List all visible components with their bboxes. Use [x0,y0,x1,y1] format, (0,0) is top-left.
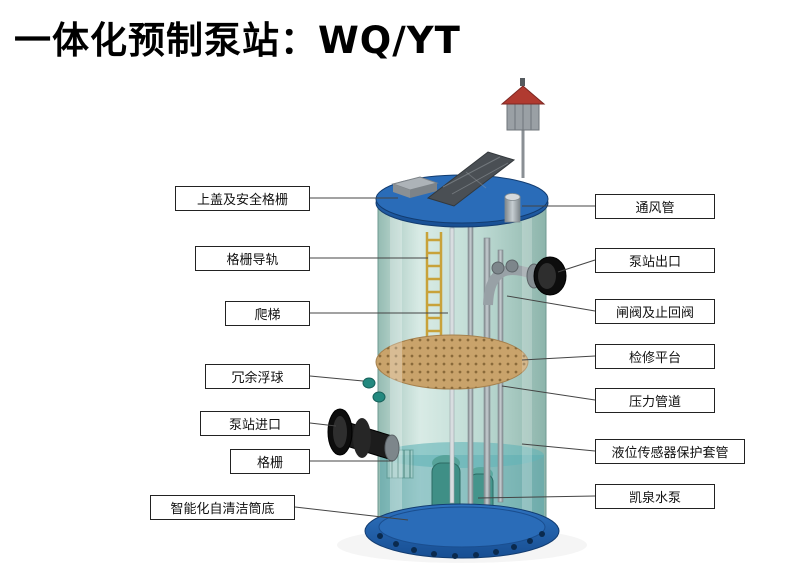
outlet-elbow-pipe [483,259,534,306]
leader-lines [294,197,596,521]
inlet-assembly [327,408,400,462]
label-pressure-pipe: 压力管道 [595,388,715,413]
leader-left-3 [309,375,364,382]
bottom-flange [364,503,560,559]
page-title: 一体化预制泵站：WQ/YT [14,19,461,62]
vent-pipe-stub [504,193,521,223]
leader-right-3 [521,355,596,361]
leader-left-4 [309,422,337,427]
leader-right-2 [506,295,596,312]
label-redundant-float: 冗余浮球 [205,364,310,389]
label-maintenance-platform: 检修平台 [595,344,715,369]
leader-right-4 [501,385,596,401]
label-station-outlet: 泵站出口 [595,248,715,273]
label-top-cover-safety-grille: 上盖及安全格栅 [175,186,310,211]
label-gate-check-valve: 闸阀及止回阀 [595,299,715,324]
label-self-cleaning-bottom: 智能化自清洁筒底 [150,495,295,520]
label-vent-pipe: 通风管 [595,194,715,219]
ladder [425,232,443,346]
leader-right-5 [521,443,596,452]
maintenance-platform [375,334,529,390]
control-house [500,78,546,178]
hatch-box [391,176,439,198]
leader-right-6 [477,495,596,499]
label-kaiquan-pump: 凯泉水泵 [595,484,715,509]
label-grille: 格栅 [230,449,310,474]
label-ladder: 爬梯 [225,301,310,326]
float-balls [362,377,386,403]
leader-right-1 [557,259,596,273]
leader-left-6 [294,506,409,521]
label-station-inlet: 泵站进口 [200,411,310,436]
label-level-sensor-sleeve: 液位传感器保护套管 [595,439,745,464]
outlet-flange [526,256,567,296]
solar-panel [426,151,516,207]
label-grille-guide-rail: 格栅导轨 [195,246,310,271]
